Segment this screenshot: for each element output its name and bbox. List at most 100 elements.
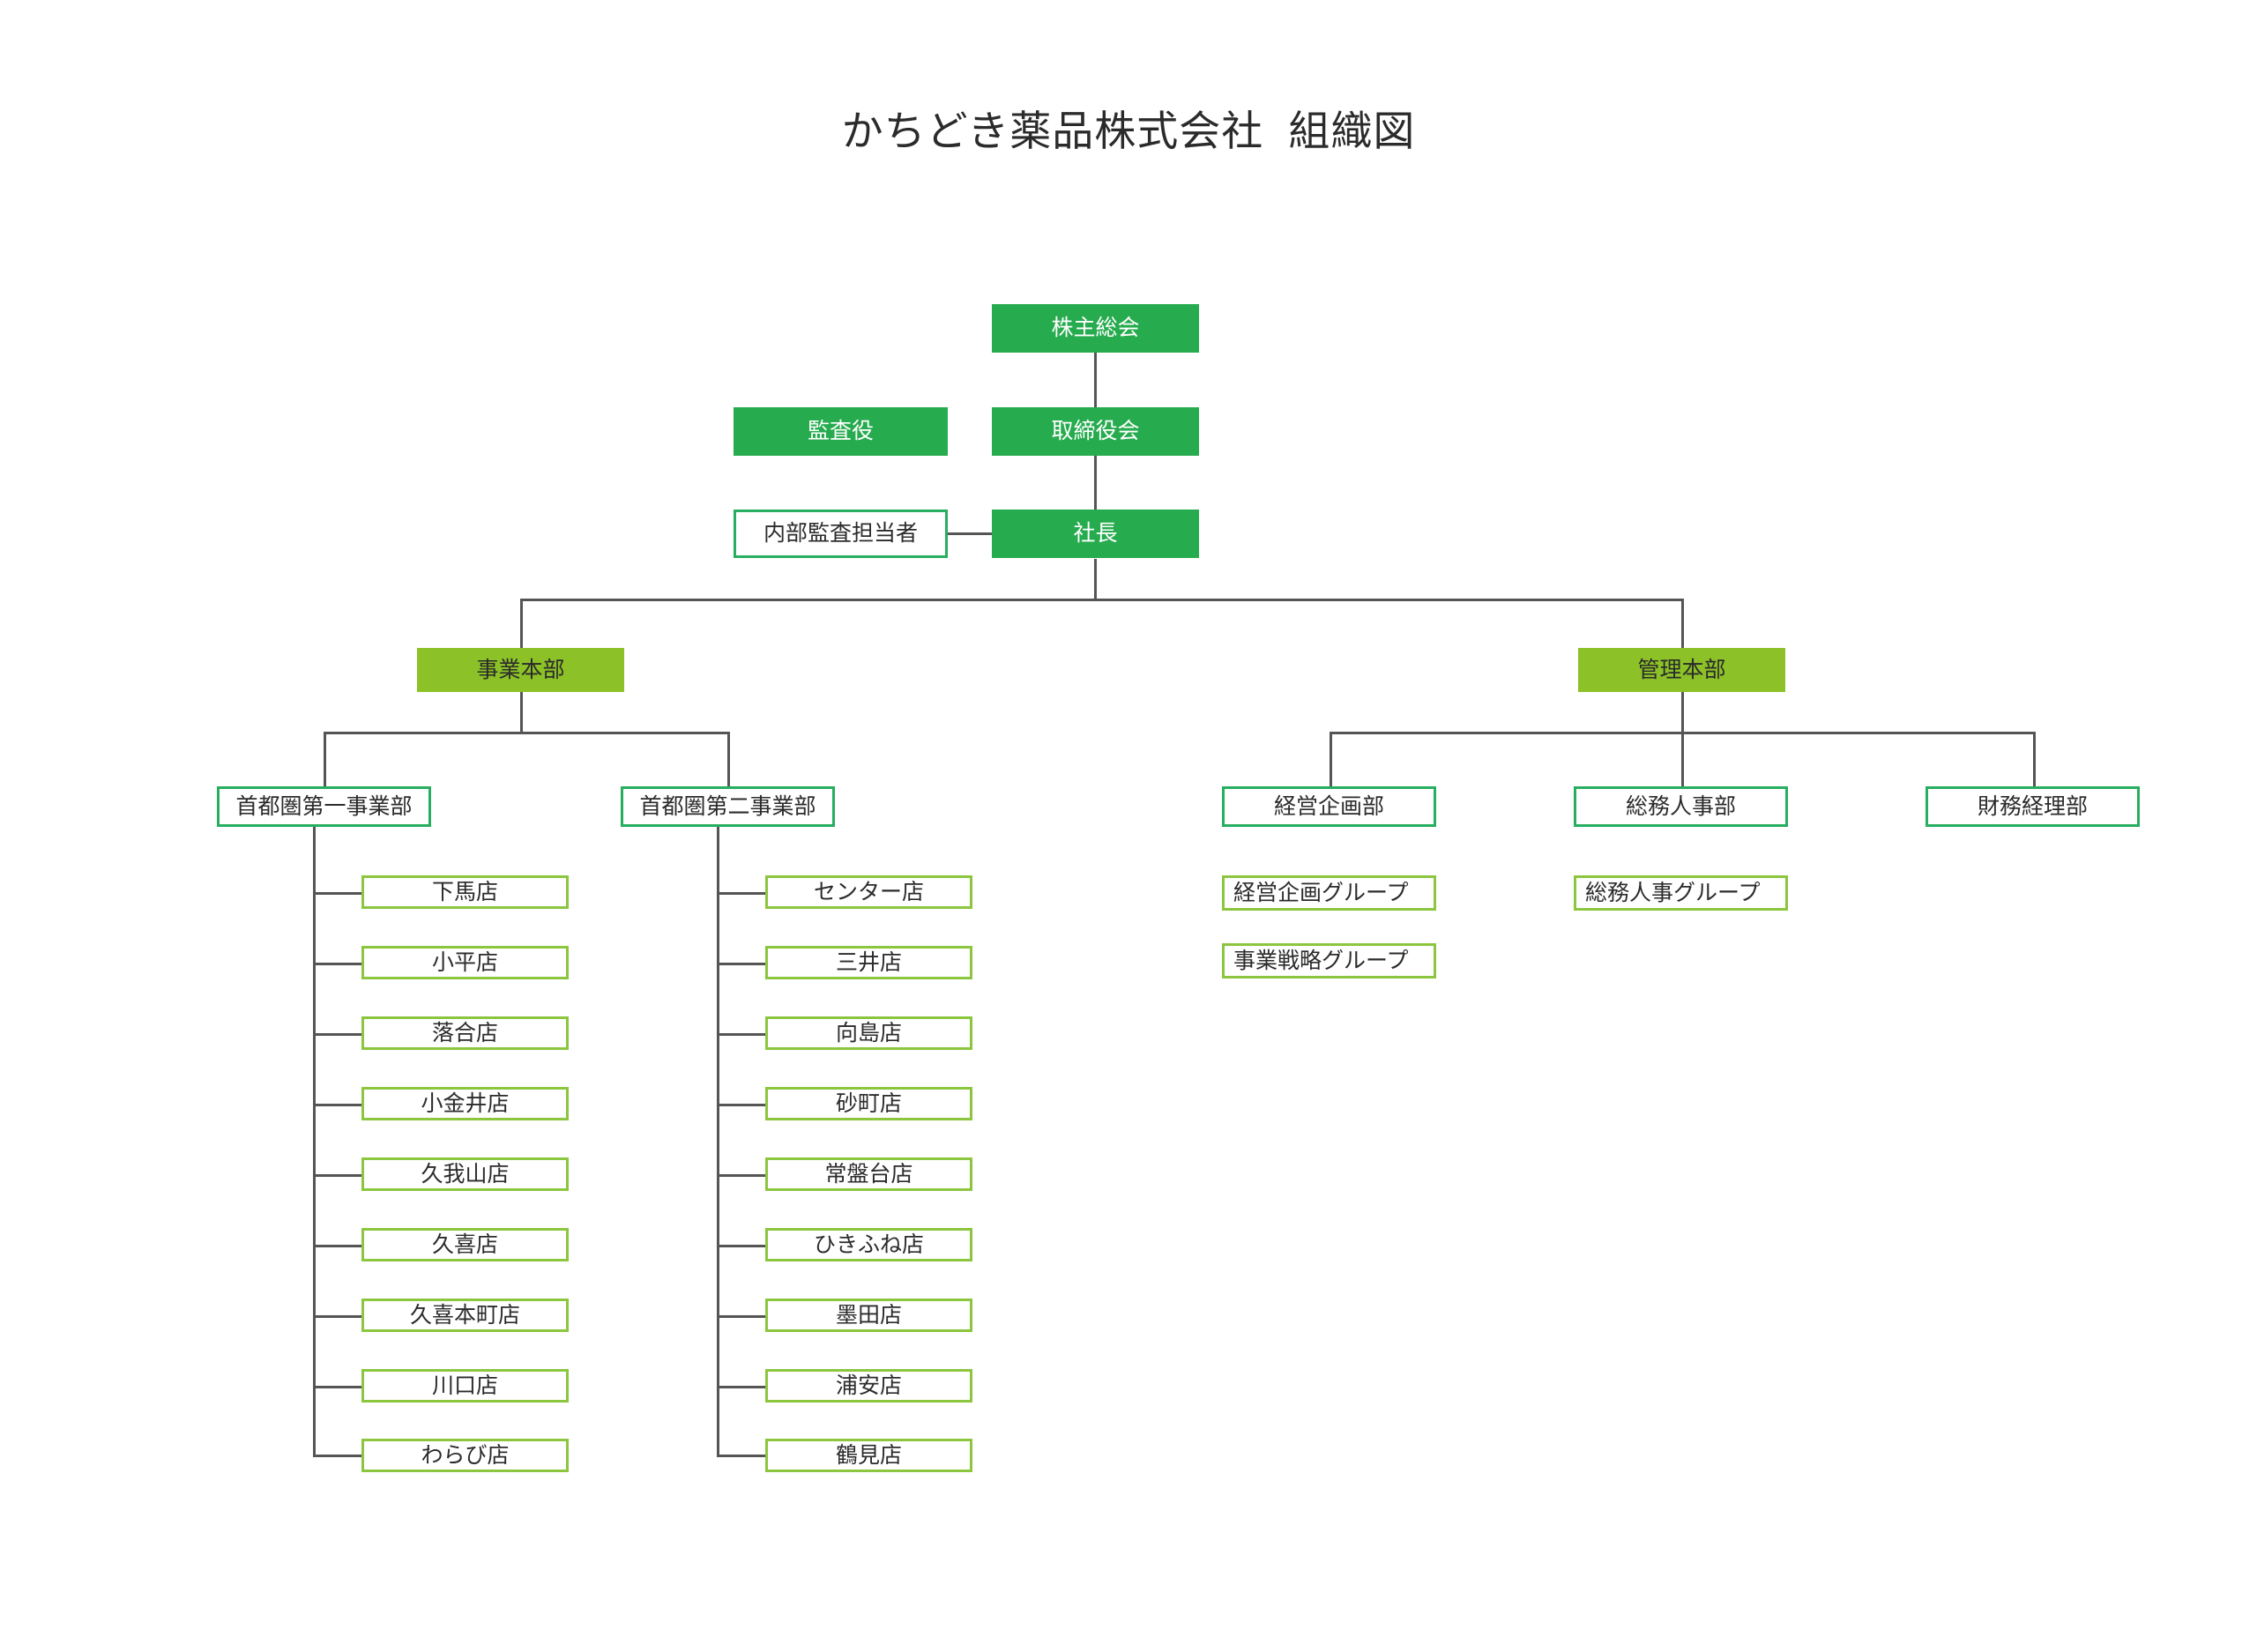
node-label: 財務経理部 (1977, 793, 2088, 819)
node-auditor[interactable]: 監査役 (734, 407, 948, 456)
store-branch-d1-7 (313, 1386, 364, 1388)
node-label: 社長 (1073, 521, 1118, 546)
store-label: 向島店 (835, 1020, 902, 1046)
node-dept-finance-accounting[interactable]: 財務経理部 (1926, 786, 2140, 827)
connector-audit-to-president (948, 532, 992, 535)
node-dept-management-planning[interactable]: 経営企画部 (1222, 786, 1436, 827)
connector-board-to-president (1094, 456, 1097, 510)
store-box[interactable]: 小金井店 (361, 1087, 569, 1120)
store-branch-d1-4 (313, 1174, 364, 1177)
connector-to-admin-hq (1681, 599, 1684, 648)
node-label: 監査役 (807, 419, 874, 443)
node-label: 首都圏第二事業部 (639, 793, 816, 819)
store-label: 久我山店 (421, 1161, 510, 1187)
store-label: 久喜店 (431, 1232, 498, 1257)
connector-to-division-1 (324, 732, 326, 786)
connector-divisions-split (324, 732, 730, 734)
store-branch-d2-6 (717, 1315, 768, 1318)
node-board-of-directors[interactable]: 取締役会 (992, 407, 1199, 456)
store-branch-d2-0 (717, 892, 768, 895)
node-label: 内部監査担当者 (763, 521, 918, 546)
node-administration-headquarters[interactable]: 管理本部 (1578, 648, 1785, 692)
connector-to-division-2 (727, 732, 730, 786)
node-division-1[interactable]: 首都圏第一事業部 (217, 786, 431, 827)
store-box[interactable]: 向島店 (765, 1016, 972, 1050)
store-box[interactable]: 久我山店 (361, 1157, 569, 1191)
group-label: 事業戦略グループ (1233, 948, 1409, 973)
node-dept-general-affairs-hr[interactable]: 総務人事部 (1574, 786, 1788, 827)
node-label: 取締役会 (1051, 419, 1140, 443)
connector-shareholders-to-board (1094, 353, 1097, 407)
store-label: 久喜本町店 (409, 1302, 520, 1328)
store-label: 墨田店 (835, 1302, 902, 1328)
connector-to-business-hq (520, 599, 523, 648)
store-branch-d2-3 (717, 1104, 768, 1106)
store-label: 落合店 (431, 1020, 498, 1046)
store-label: センター店 (813, 879, 924, 904)
node-division-2[interactable]: 首都圏第二事業部 (621, 786, 835, 827)
store-spine-division-2 (717, 827, 719, 1455)
connector-admin-hq-down (1681, 692, 1684, 732)
store-branch-d2-1 (717, 963, 768, 965)
store-box[interactable]: 墨田店 (765, 1299, 972, 1332)
node-label: 総務人事部 (1625, 793, 1736, 819)
group-label: 総務人事グループ (1585, 880, 1761, 905)
store-branch-d1-8 (313, 1455, 364, 1457)
store-branch-d1-3 (313, 1104, 364, 1106)
store-label: 小金井店 (421, 1090, 510, 1116)
node-shareholders-meeting[interactable]: 株主総会 (992, 304, 1199, 353)
store-label: 小平店 (431, 949, 498, 975)
connector-business-hq-down (520, 692, 523, 732)
store-box[interactable]: わらび店 (361, 1439, 569, 1472)
store-branch-d1-1 (313, 963, 364, 965)
group-box-business-strategy[interactable]: 事業戦略グループ (1222, 943, 1436, 979)
store-branch-d1-0 (313, 892, 364, 895)
store-label: 下馬店 (431, 879, 498, 904)
node-label: 経営企画部 (1273, 793, 1384, 819)
store-label: 常盤台店 (824, 1161, 913, 1187)
store-label: ひきふね店 (813, 1232, 924, 1257)
store-branch-d2-4 (717, 1174, 768, 1177)
group-box-management-planning[interactable]: 経営企画グループ (1222, 875, 1436, 911)
node-label: 事業本部 (476, 657, 565, 682)
store-branch-d2-5 (717, 1245, 768, 1247)
store-box[interactable]: 川口店 (361, 1369, 569, 1403)
store-box[interactable]: 小平店 (361, 946, 569, 979)
store-box[interactable]: センター店 (765, 875, 972, 909)
connector-to-dept-3 (2033, 732, 2036, 786)
connector-president-down (1094, 559, 1097, 599)
store-label: わらび店 (421, 1442, 510, 1468)
store-branch-d1-2 (313, 1033, 364, 1036)
store-box[interactable]: ひきふね店 (765, 1228, 972, 1261)
store-box[interactable]: 落合店 (361, 1016, 569, 1050)
store-branch-d2-8 (717, 1455, 768, 1457)
store-box[interactable]: 下馬店 (361, 875, 569, 909)
node-label: 首都圏第一事業部 (235, 793, 413, 819)
store-box[interactable]: 砂町店 (765, 1087, 972, 1120)
node-internal-audit-officer[interactable]: 内部監査担当者 (734, 510, 948, 558)
store-label: 川口店 (431, 1373, 498, 1398)
store-box[interactable]: 久喜店 (361, 1228, 569, 1261)
store-box[interactable]: 久喜本町店 (361, 1299, 569, 1332)
store-branch-d1-6 (313, 1315, 364, 1318)
group-label: 経営企画グループ (1233, 880, 1409, 905)
node-president[interactable]: 社長 (992, 510, 1199, 558)
store-branch-d2-2 (717, 1033, 768, 1036)
store-box[interactable]: 常盤台店 (765, 1157, 972, 1191)
store-box[interactable]: 鶴見店 (765, 1439, 972, 1472)
group-box-general-affairs-hr[interactable]: 総務人事グループ (1574, 875, 1788, 911)
node-label: 管理本部 (1637, 657, 1726, 682)
connector-to-dept-1 (1330, 732, 1332, 786)
store-label: 砂町店 (835, 1090, 902, 1116)
store-branch-d2-7 (717, 1386, 768, 1388)
connector-to-dept-2 (1681, 732, 1684, 786)
store-box[interactable]: 浦安店 (765, 1369, 972, 1403)
store-branch-d1-5 (313, 1245, 364, 1247)
page-title: かちどき薬品株式会社 組織図 (841, 108, 1416, 154)
store-label: 鶴見店 (835, 1442, 902, 1468)
store-spine-division-1 (313, 827, 316, 1455)
store-box[interactable]: 三井店 (765, 946, 972, 979)
node-business-headquarters[interactable]: 事業本部 (417, 648, 624, 692)
store-label: 三井店 (835, 949, 902, 975)
